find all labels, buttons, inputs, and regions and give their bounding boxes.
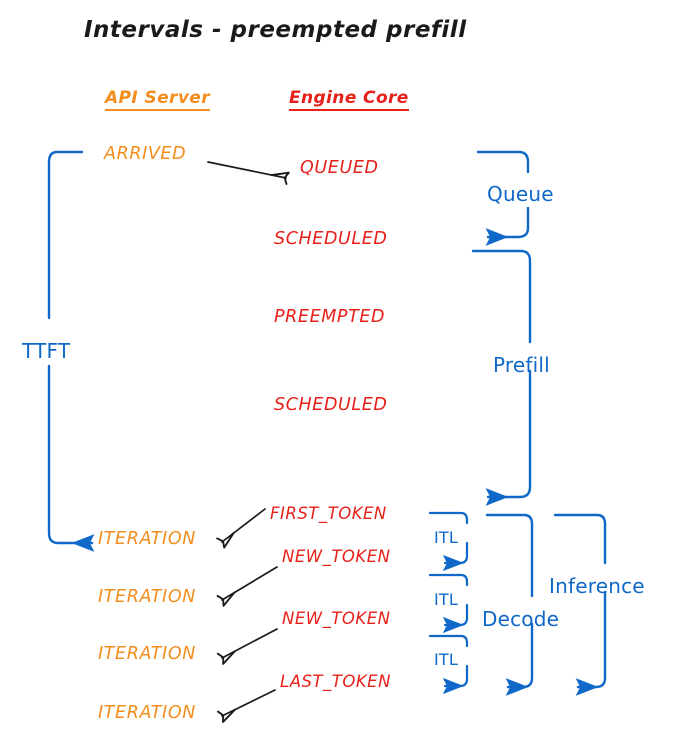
event-iteration-3: ITERATION	[98, 644, 196, 664]
arrow-last-token-to-iteration	[222, 689, 276, 716]
interval-label-queue: Queue	[487, 182, 554, 206]
event-iteration-2: ITERATION	[98, 587, 196, 607]
event-scheduled-2: SCHEDULED	[274, 395, 388, 415]
interval-label-ttft: TTFT	[22, 339, 71, 363]
event-first-token: FIRST_TOKEN	[270, 504, 387, 523]
bracket-ttft	[47, 150, 95, 552]
bracket-itl-3	[428, 634, 469, 695]
page-title: Intervals - preempted prefill	[84, 17, 467, 43]
event-iteration-4: ITERATION	[98, 703, 196, 723]
column-header-engine-core-label: Engine Core	[289, 88, 409, 111]
interval-label-decode: Decode	[482, 607, 560, 631]
event-last-token: LAST_TOKEN	[280, 672, 391, 691]
column-header-api-server-label: API Server	[105, 88, 211, 111]
event-new-token-2: NEW_TOKEN	[282, 609, 391, 628]
event-arrived: ARRIVED	[104, 144, 187, 164]
bracket-inference	[553, 513, 607, 696]
bracket-itl-1	[428, 511, 469, 572]
event-scheduled-1: SCHEDULED	[274, 229, 388, 249]
column-header-api-server: API Server	[105, 88, 211, 111]
arrow-arrived-to-queued	[207, 161, 286, 178]
event-iteration-1: ITERATION	[98, 529, 196, 549]
bracket-itl-2	[428, 573, 469, 634]
interval-label-itl-2: ITL	[434, 590, 459, 609]
event-queued: QUEUED	[300, 158, 379, 178]
arrow-new-token-to-iteration-2	[222, 628, 278, 658]
event-new-token-1: NEW_TOKEN	[282, 547, 391, 566]
event-preempted: PREEMPTED	[274, 307, 386, 327]
bracket-queue	[476, 150, 530, 246]
bracket-decode	[485, 513, 534, 696]
column-header-engine-core: Engine Core	[289, 88, 409, 111]
interval-label-itl-3: ITL	[434, 650, 459, 669]
arrow-new-token-to-iteration-1	[222, 566, 278, 600]
bracket-prefill	[471, 249, 532, 506]
interval-label-prefill: Prefill	[493, 353, 550, 377]
arrow-first-token-to-iteration	[222, 508, 266, 542]
interval-label-inference: Inference	[549, 574, 645, 598]
interval-label-itl-1: ITL	[434, 528, 459, 547]
